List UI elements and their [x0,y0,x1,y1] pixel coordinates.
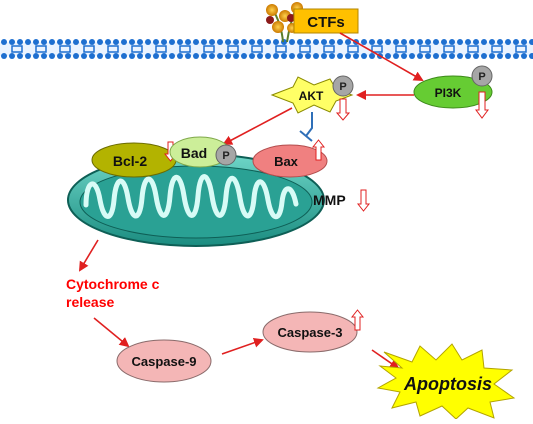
akt-phospho-label: P [339,81,346,93]
pi3k-node: PI3K P [413,65,493,109]
bcl2-label: Bcl-2 [113,153,147,169]
cytochrome-label-line1: Cytochrome c [66,276,160,292]
up-arrow-icon [311,139,326,161]
down-arrow-icon [335,98,351,121]
bad-node: Bad P [169,136,237,168]
pi3k-phospho-label: P [478,71,485,83]
ctfs-label: CTFs [307,14,345,31]
mitochondrion-icon [67,153,325,247]
bax-node: Bax [252,144,328,178]
apoptosis-label: Apoptosis [403,374,492,394]
up-arrow-icon [350,309,365,331]
arrow-akt-to-bad [222,107,293,145]
bad-label: Bad [181,145,207,161]
inhibition-akt-to-bax [299,112,313,142]
pi3k-phospho-badge [471,65,493,87]
bcl2-node: Bcl-2 [91,142,177,178]
apoptosis-node: Apoptosis [376,343,516,420]
arrow-cytochrome-to-caspase9 [93,317,130,348]
bad-phospho-label: P [222,150,229,162]
caspase9-node: Caspase-9 [116,339,212,383]
caspase3-label: Caspase-3 [277,325,342,340]
cytochrome-label-line2: release [66,294,114,310]
arrow-ctfs-to-pi3k [339,32,424,81]
ctfs-node: CTFs [293,8,359,34]
bad-phospho-badge [215,144,237,166]
akt-phospho-badge [332,75,354,97]
akt-label: AKT [299,89,324,103]
caspase3-node: Caspase-3 [262,311,358,353]
mmp-label: MMP [313,192,346,208]
caspase9-label: Caspase-9 [131,354,196,369]
down-arrow-icon [475,91,489,119]
cell-membrane [0,39,533,59]
apoptosis-burst-icon [376,343,516,420]
akt-node: AKT P [270,75,354,114]
arrow-mito-to-cytochrome [78,239,99,272]
down-arrow-icon [356,189,371,212]
bax-label: Bax [274,154,299,169]
arrow-caspase9-to-caspase3 [221,337,264,355]
pi3k-label: PI3K [435,86,462,100]
arrow-caspase3-to-apoptosis [371,349,400,370]
